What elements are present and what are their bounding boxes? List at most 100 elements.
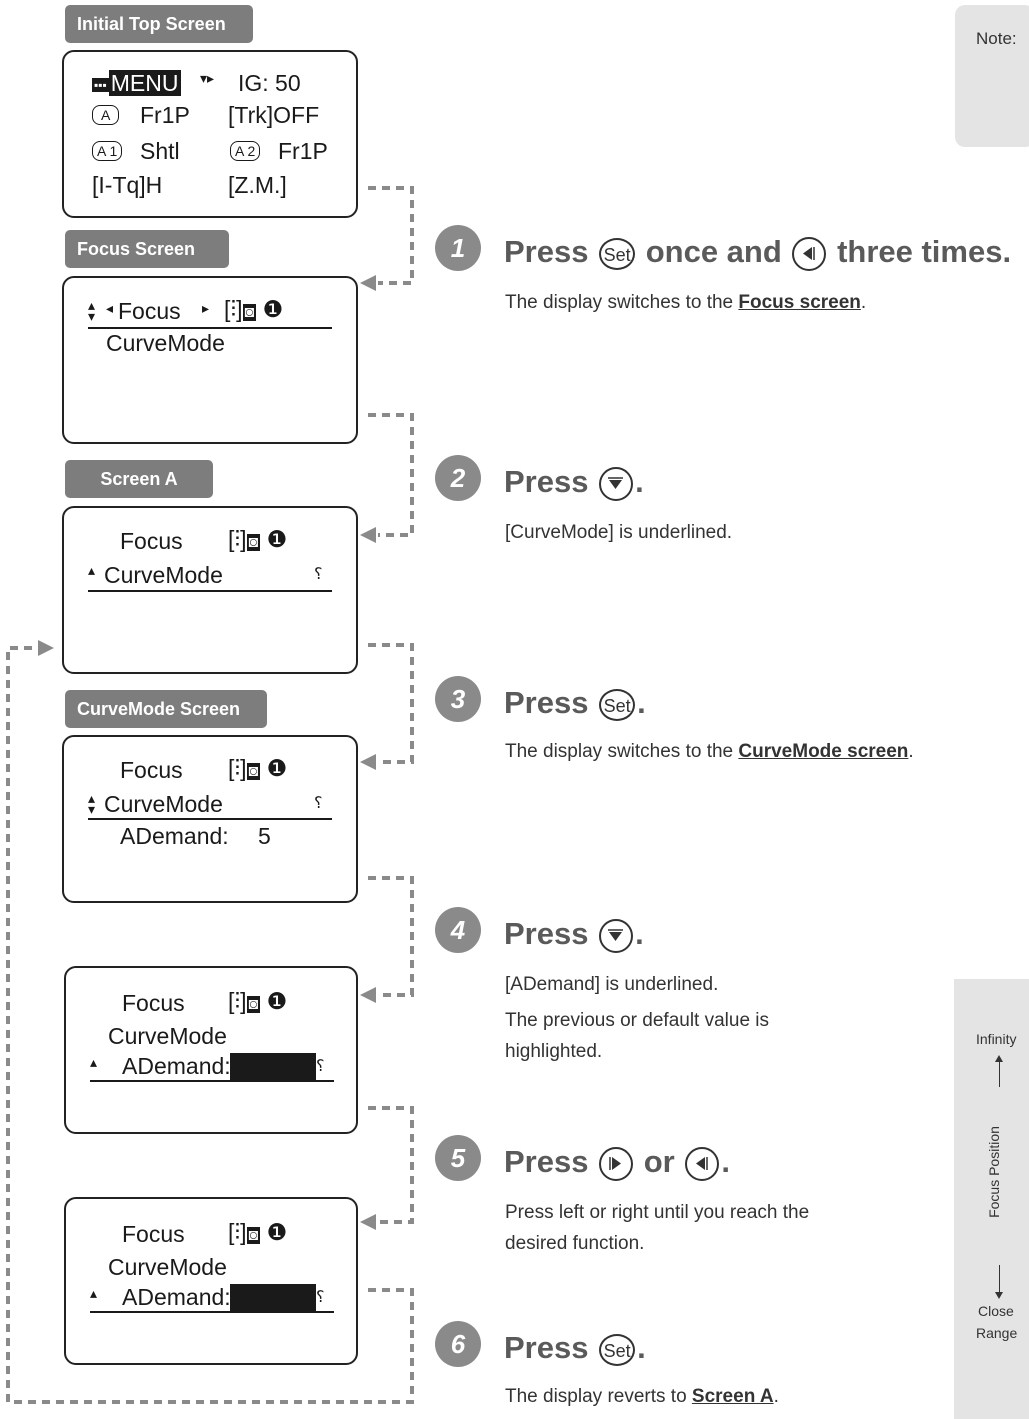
- a-value: Fr1P: [140, 102, 190, 128]
- step-4-heading: Press .: [504, 916, 644, 953]
- step-1-heading: Press Set once and three times.: [504, 234, 1012, 271]
- left-arrow-icon: ◂: [106, 300, 114, 316]
- ademand-value: 5: [258, 823, 271, 849]
- a2-value: Fr1P: [278, 138, 328, 164]
- lcd-step4-screen: Focus [⫶]◙ ❶ CurveMode ▴ ADemand: ◂D5▸ ⸮: [64, 966, 358, 1134]
- step-2-description: [CurveMode] is underlined.: [505, 522, 733, 543]
- down-button-icon: [599, 918, 634, 953]
- step-3-heading: Press Set.: [504, 685, 646, 721]
- updown-arrow-icon: ▴▾: [88, 297, 96, 324]
- a1-value: Shtl: [140, 138, 180, 164]
- curve-indicator-icon: ⸮: [316, 1058, 325, 1075]
- lcd-curvemode-screen: Focus [⫶]◙ ❶ ▴▾ CurveMode ⸮ ADemand: 5: [62, 735, 358, 903]
- ademand-value-highlight: ◂D5▸: [230, 1053, 316, 1080]
- step-5-description: Press left or right until you reach the …: [505, 1202, 810, 1254]
- ig-value: IG: 50: [238, 70, 301, 96]
- focus-title: Focus: [122, 990, 185, 1016]
- updown-arrow-icon: ▴▾: [88, 790, 96, 817]
- step-6-heading: Press Set.: [504, 1330, 646, 1366]
- infinity-label: Infinity: [976, 1031, 1017, 1047]
- curve-indicator-icon: ⸮: [316, 1289, 325, 1306]
- curvemode-item: CurveMode: [108, 1254, 227, 1280]
- step-3-number: 3: [435, 676, 481, 722]
- curvemode-underline: [88, 590, 332, 592]
- step-4-description-1: [ADemand] is underlined.: [505, 974, 719, 995]
- tab-focus-screen: Focus Screen: [65, 230, 229, 268]
- focus-title: Focus: [120, 528, 183, 554]
- set-button-icon: Set: [599, 237, 636, 270]
- curvemode-item: CurveMode: [104, 791, 223, 817]
- lcd-step5-screen: Focus [⫶]◙ ❶ CurveMode ▴ ADemand: ◂◂7▸ ⸮: [64, 1197, 358, 1365]
- focus-screen-link[interactable]: Focus screen: [738, 292, 861, 313]
- curvemode-underline: [88, 818, 332, 820]
- lcd-initial-top: ▪▪▪MENU ▾▸ IG: 50 A Fr1P [Trk]OFF A 1 Sh…: [62, 50, 358, 218]
- focus-status-icons: [⫶]◙ ❶: [228, 755, 288, 781]
- note-box: Note:: [955, 5, 1029, 147]
- up-arrow-icon: [999, 1059, 1000, 1087]
- menu-icon: ▪▪▪: [92, 77, 109, 92]
- tab-curvemode-screen: CurveMode Screen: [65, 690, 267, 728]
- tab-initial-top-screen: Initial Top Screen: [65, 5, 253, 43]
- step-5-heading: Press or .: [504, 1144, 730, 1181]
- focus-status-icons: [⫶]◙ ❶: [228, 988, 288, 1014]
- a-tag: A: [92, 105, 120, 125]
- zm-value: [Z.M.]: [228, 172, 287, 198]
- right-button-icon: [599, 1146, 634, 1181]
- up-arrow-icon: ▴: [90, 1054, 98, 1070]
- menu-arrow-icon: ▾▸: [200, 70, 215, 86]
- note-label: Note:: [976, 29, 1017, 48]
- curvemode-item: CurveMode: [106, 330, 225, 356]
- step-2-heading: Press .: [504, 464, 644, 501]
- focus-position-sidebar: Infinity Focus Position Close Range: [954, 979, 1029, 1419]
- left-button-icon: [685, 1146, 720, 1181]
- trk-value: [Trk]OFF: [228, 102, 320, 128]
- step-6-description: The display reverts to Screen A.: [505, 1386, 779, 1407]
- ademand-underline: [90, 1311, 334, 1313]
- curve-indicator-icon: ⸮: [314, 566, 323, 583]
- step-1-description: The display switches to the Focus screen…: [505, 292, 867, 313]
- right-arrow-icon: ▸: [202, 300, 210, 316]
- focus-title: Focus: [118, 298, 181, 324]
- focus-status-icons: [⫶]◙ ❶: [228, 526, 288, 552]
- set-button-icon: Set: [599, 688, 636, 721]
- curvemode-item: CurveMode: [104, 562, 223, 588]
- left-button-icon: [792, 236, 827, 271]
- menu-label: ▪▪▪MENU: [92, 70, 181, 96]
- focus-status-icons: [⫶]◙ ❶: [228, 1219, 288, 1245]
- range-label: Range: [976, 1325, 1018, 1341]
- screen-a-link[interactable]: Screen A: [691, 1386, 774, 1407]
- curvemode-item: CurveMode: [108, 1023, 227, 1049]
- ademand-label: ADemand:: [120, 823, 229, 849]
- step-2-number: 2: [435, 455, 481, 501]
- focus-underline: [88, 327, 332, 329]
- close-label: Close: [978, 1303, 1014, 1319]
- ademand-label: ADemand:: [122, 1053, 231, 1079]
- step-4-description-2: The previous or default value is highlig…: [505, 1010, 770, 1062]
- focus-status-icons: [⫶]◙ ❶: [224, 296, 284, 322]
- a1-tag: A 1: [92, 141, 123, 161]
- curvemode-screen-link[interactable]: CurveMode screen: [738, 741, 909, 762]
- lcd-focus-screen: ▴▾ ◂ Focus ▸ [⫶]◙ ❶ CurveMode: [62, 276, 358, 444]
- up-arrow-icon: ▴: [88, 562, 96, 578]
- tab-screen-a: Screen A: [65, 460, 213, 498]
- focus-title: Focus: [120, 757, 183, 783]
- curve-indicator-icon: ⸮: [314, 795, 323, 812]
- step-5-number: 5: [435, 1135, 481, 1181]
- ademand-value-highlight: ◂◂7▸: [230, 1284, 316, 1311]
- ademand-underline: [90, 1080, 334, 1082]
- ademand-label: ADemand:: [122, 1284, 231, 1310]
- down-arrowhead: [995, 1292, 1003, 1299]
- set-button-icon: Set: [599, 1333, 636, 1366]
- down-button-icon: [599, 466, 634, 501]
- focus-title: Focus: [122, 1221, 185, 1247]
- step-6-number: 6: [435, 1321, 481, 1367]
- step-1-number: 1: [435, 225, 481, 271]
- itq-value: [I-Tq]H: [92, 172, 163, 198]
- up-arrowhead: [995, 1055, 1003, 1062]
- down-arrow-icon: [999, 1265, 1000, 1293]
- a2-tag: A 2: [230, 141, 261, 161]
- step-4-number: 4: [435, 907, 481, 953]
- lcd-screen-a: Focus [⫶]◙ ❶ ▴ CurveMode ⸮: [62, 506, 358, 674]
- up-arrow-icon: ▴: [90, 1285, 98, 1301]
